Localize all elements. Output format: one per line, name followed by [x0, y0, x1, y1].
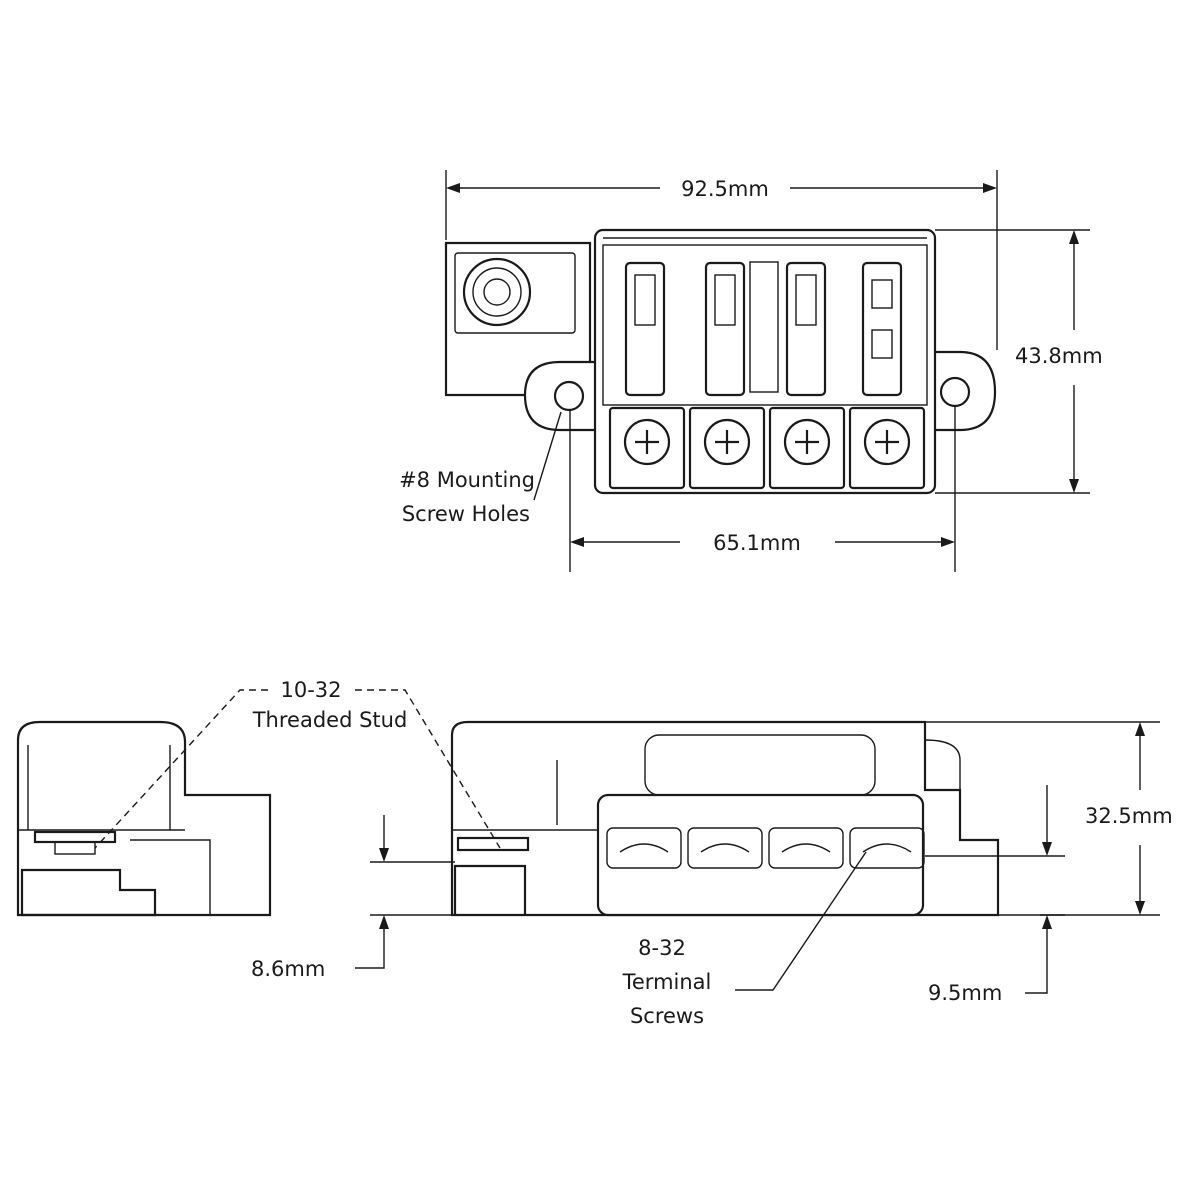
height-arrow-top	[1069, 230, 1079, 244]
dimension-mount-spacing: 65.1mm	[569, 406, 956, 572]
mount-spacing-label: 65.1mm	[713, 531, 801, 555]
end-view-body	[16, 720, 272, 917]
terminal-2-housing	[688, 406, 766, 490]
stud-offset-line-bottom	[355, 919, 385, 969]
stud-recess	[454, 252, 576, 334]
fuse-4-window-b	[871, 329, 893, 359]
fuse-4-window-a	[871, 279, 893, 309]
screw-offset-line-bottom	[1025, 919, 1048, 994]
dimension-side-height: 32.5mm	[925, 721, 1173, 916]
terminal-4-housing	[848, 406, 926, 490]
side-height-label: 32.5mm	[1085, 804, 1173, 828]
right-mounting-hole	[939, 376, 971, 408]
terminal-screw-2	[703, 418, 751, 466]
mounting-leader	[533, 411, 562, 501]
brand-logo	[749, 261, 779, 393]
side-height-arrow-top	[1135, 722, 1145, 736]
terminal-screw-4	[863, 418, 911, 466]
stud-label-line1: 10-32	[280, 678, 341, 702]
terminal-screw-3-cross	[795, 430, 819, 454]
terminal-screw-1-cross	[635, 430, 659, 454]
terminal-screw-3	[783, 418, 831, 466]
terminal-leader	[735, 851, 867, 991]
dimension-screw-offset: 9.5mm	[925, 785, 1065, 1005]
overall-height-label: 43.8mm	[1015, 344, 1103, 368]
threaded-stud-top	[462, 257, 532, 327]
logo-strip	[749, 261, 779, 393]
fuse-4-body	[861, 261, 903, 397]
fuse-2-window	[714, 274, 736, 326]
terminal-screws-top	[608, 406, 926, 490]
overall-width-label: 92.5mm	[681, 177, 769, 201]
terminal-side-2	[687, 827, 763, 869]
fuse-1	[624, 261, 666, 397]
terminal-screw-4-cross	[875, 430, 899, 454]
screw-offset-arrow-bottom	[1042, 915, 1052, 929]
stud-offset-label: 8.6mm	[251, 957, 325, 981]
terminal-side-4-screw	[862, 843, 912, 853]
dimension-overall-height: 43.8mm	[935, 229, 1103, 494]
top-view	[444, 228, 997, 495]
fuse-bay	[602, 244, 928, 406]
left-mounting-hole	[553, 380, 585, 412]
fuse-3-window	[795, 274, 817, 326]
terminal-side-1-screw	[619, 843, 669, 853]
side-stud-base	[453, 864, 527, 915]
terminal-label-line2: Terminal	[622, 970, 712, 994]
stud-offset-arrow-bottom	[379, 915, 389, 929]
stud-leader-right	[355, 689, 501, 849]
terminal-label-line1: 8-32	[638, 936, 686, 960]
terminal-3-housing	[768, 406, 846, 490]
dimension-overall-width: 92.5mm	[445, 170, 998, 350]
fuse-2	[704, 261, 746, 397]
fuse-cover-outline	[644, 734, 876, 796]
screw-offset-label: 9.5mm	[928, 981, 1002, 1005]
terminal-side-3-screw	[781, 843, 831, 853]
terminal-side-2-screw	[700, 843, 750, 853]
end-stud-nut	[33, 830, 117, 844]
callout-mounting-holes: #8 Mounting Screw Holes	[399, 411, 562, 526]
width-arrow-left	[446, 183, 460, 193]
terminal-housing-side	[596, 793, 925, 917]
screw-offset-arrow-top	[1042, 842, 1052, 856]
terminal-1-housing	[608, 406, 686, 490]
side-view	[450, 720, 1000, 917]
mount-arrow-right	[941, 537, 955, 547]
width-arrow-right	[983, 183, 997, 193]
callout-terminal-screws: 8-32 Terminal Screws	[622, 851, 867, 1028]
stud-core	[483, 278, 511, 306]
mount-arrow-left	[570, 537, 584, 547]
fuse-3	[785, 261, 827, 397]
callout-threaded-stud: 10-32 Threaded Stud	[94, 678, 501, 849]
side-height-arrow-bottom	[1135, 901, 1145, 915]
height-arrow-bottom	[1069, 479, 1079, 493]
fuse-1-window	[634, 274, 656, 326]
end-stud-washer	[54, 841, 96, 855]
terminal-side-3	[768, 827, 844, 869]
terminal-side-1	[606, 827, 682, 869]
dimension-stud-offset: 8.6mm	[251, 815, 455, 981]
fuse-4	[861, 261, 903, 397]
stud-nut	[472, 267, 522, 317]
terminal-label-line3: Screws	[630, 1004, 704, 1028]
fuse-3-body	[785, 261, 827, 397]
side-view-body	[450, 720, 1000, 917]
end-base-step	[20, 868, 157, 917]
end-view	[16, 720, 272, 917]
fuse-2-body	[704, 261, 746, 397]
stud-offset-arrow-top	[379, 848, 389, 862]
stud-label-line2: Threaded Stud	[252, 708, 408, 732]
terminal-side-4	[849, 827, 925, 869]
end-base-outline	[130, 839, 211, 915]
side-stud-nut	[456, 836, 530, 852]
side-cover-latch	[924, 739, 961, 790]
mounting-holes-label-line2: Screw Holes	[402, 502, 530, 526]
terminal-screw-2-cross	[715, 430, 739, 454]
fuse-1-body	[624, 261, 666, 397]
terminal-screw-1	[623, 418, 671, 466]
stud-leader-left	[94, 689, 268, 849]
mounting-holes-label-line1: #8 Mounting	[399, 468, 535, 492]
